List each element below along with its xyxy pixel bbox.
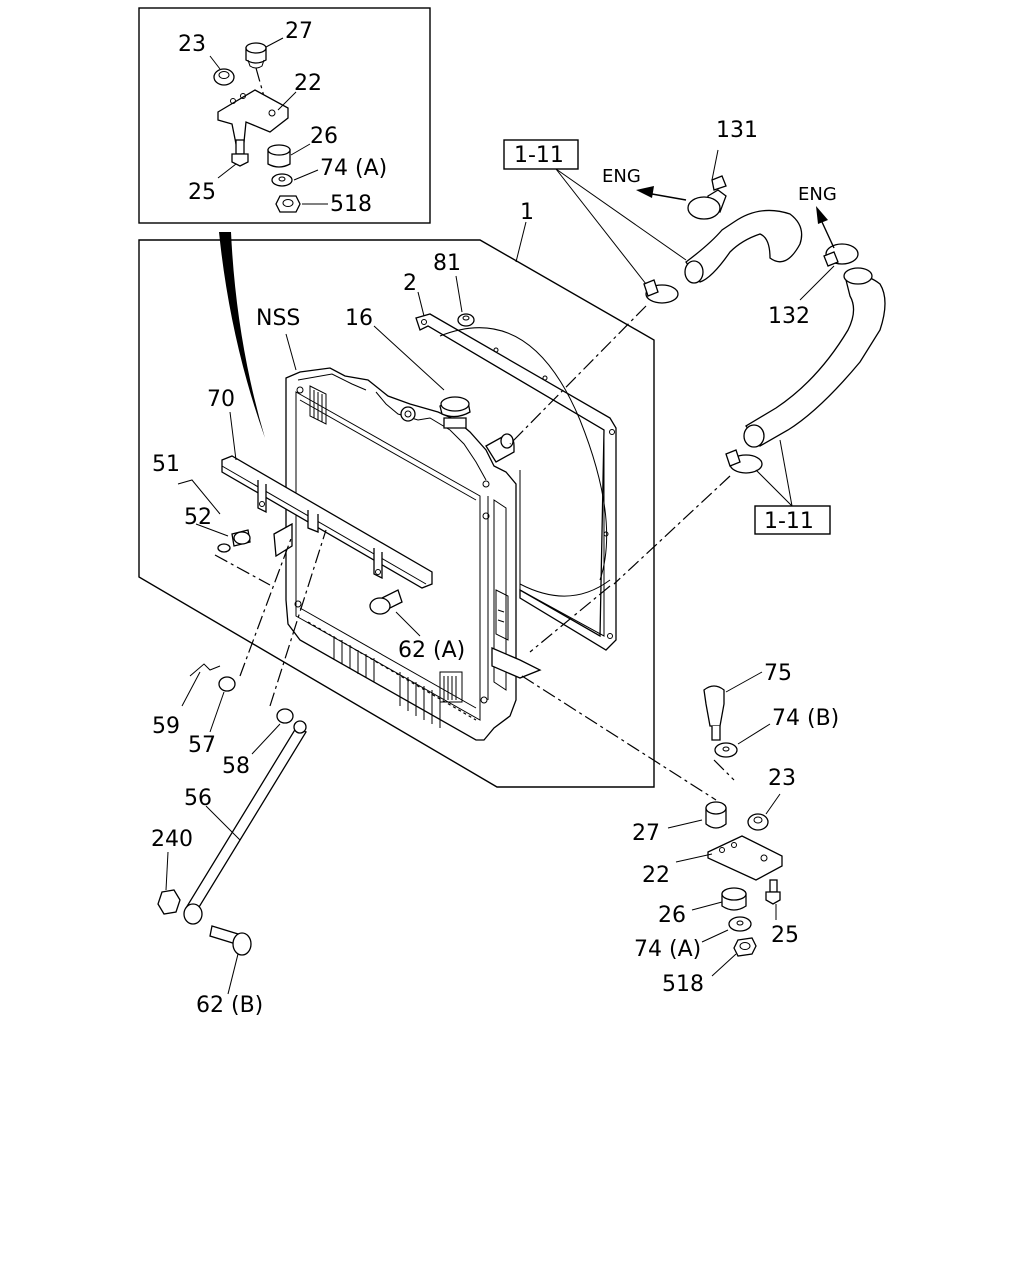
cushion-27-bottom: [705, 801, 727, 829]
inset-mount-detail: 23 27 22 26 74 (A) 518 25: [138, 7, 431, 224]
bolt-62a: [369, 589, 403, 615]
label-51: 51: [152, 452, 180, 477]
ref-label-bottom[interactable]: 1-11: [764, 509, 814, 534]
ref-label-top[interactable]: 1-11: [514, 143, 564, 168]
label-23-top: 23: [178, 32, 206, 57]
label-16: 16: [345, 306, 373, 331]
eng-arrow-right: [816, 206, 835, 249]
label-1: 1: [520, 200, 534, 225]
label-59: 59: [152, 714, 180, 739]
tie-rod-56: [183, 720, 307, 925]
label-eng-left: ENG: [602, 166, 641, 187]
washer-74a-bottom: [728, 916, 752, 932]
label-eng-right: ENG: [798, 184, 837, 205]
washer-58: [276, 708, 294, 724]
label-62a: 62 (A): [398, 638, 465, 663]
washer-74a-top: [271, 173, 293, 187]
label-74b: 74 (B): [772, 706, 839, 731]
ref-box-top: [503, 139, 579, 170]
label-132: 132: [768, 304, 810, 329]
label-23-bottom: 23: [768, 766, 796, 791]
label-22-top: 22: [294, 71, 322, 96]
label-70: 70: [207, 387, 235, 412]
fan-shroud-2: [415, 313, 617, 651]
label-nss: NSS: [256, 306, 300, 331]
label-25-top: 25: [188, 180, 216, 205]
bracket-22-top: [217, 89, 289, 145]
label-27-top: 27: [285, 19, 313, 44]
label-74a-top: 74 (A): [320, 156, 387, 181]
label-26-bottom: 26: [658, 903, 686, 928]
label-75: 75: [764, 661, 792, 686]
bolt-25-bottom: [765, 879, 781, 905]
bolt-25-top: [231, 139, 249, 167]
washer-57: [218, 676, 236, 692]
washer-51: [217, 543, 231, 553]
label-74a-bottom: 74 (A): [634, 937, 701, 962]
label-131: 131: [716, 118, 758, 143]
ref-box-bottom: [754, 505, 831, 535]
label-22-bottom: 22: [642, 863, 670, 888]
label-518-top: 518: [330, 192, 372, 217]
bracket-70: [221, 455, 433, 589]
bolt-52: [231, 529, 251, 547]
eng-arrow-left: [636, 186, 687, 201]
label-27-bottom: 27: [632, 821, 660, 846]
cushion-26-bottom: [721, 887, 747, 911]
nut-518-top: [275, 195, 301, 213]
label-57: 57: [188, 733, 216, 758]
bolt-62b: [209, 925, 252, 956]
nut-23-top: [213, 68, 235, 86]
label-81: 81: [433, 251, 461, 276]
washer-74b: [714, 742, 738, 758]
cushion-26-top: [267, 144, 291, 168]
nut-23-bottom: [747, 813, 769, 831]
bolt-75: [703, 685, 725, 741]
label-518-bottom: 518: [662, 972, 704, 997]
nut-518-bottom: [733, 937, 757, 957]
assembly-frame: [138, 239, 655, 788]
label-52: 52: [184, 505, 212, 530]
hose-clamp-lower: [725, 449, 763, 474]
hose-clamp-upper: [643, 279, 679, 304]
lower-hose-132: [743, 243, 886, 448]
radiator-core: [285, 367, 542, 741]
label-26-top: 26: [310, 124, 338, 149]
upper-hose-131: [684, 175, 803, 284]
label-240: 240: [151, 827, 193, 852]
label-25-bottom: 25: [771, 923, 799, 948]
inset-pointer: [219, 232, 265, 438]
cushion-27-top: [245, 42, 267, 69]
inset-frame: [138, 7, 431, 224]
label-56: 56: [184, 786, 212, 811]
label-58: 58: [222, 754, 250, 779]
bracket-22-bottom: [707, 835, 783, 881]
nut-81: [457, 313, 475, 327]
label-62b: 62 (B): [196, 993, 263, 1018]
label-2: 2: [403, 271, 417, 296]
spring-pin-59: [189, 663, 221, 677]
nut-240: [157, 889, 181, 915]
